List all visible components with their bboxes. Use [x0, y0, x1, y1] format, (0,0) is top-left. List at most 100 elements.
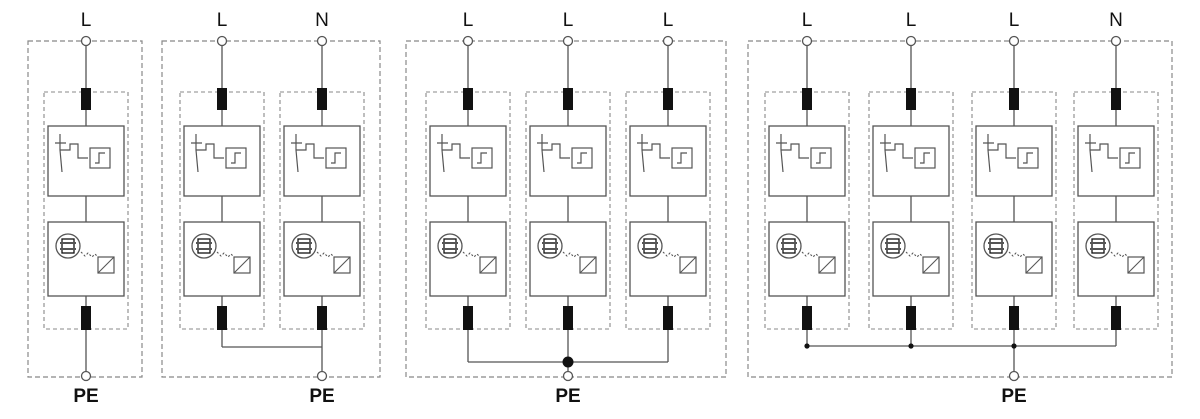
- group-3p-pole-0-disc-path: [437, 134, 470, 159]
- spark-gap-icon: [216, 251, 236, 259]
- group-3p-n-pole-2-disc-relay: [1017, 147, 1039, 169]
- terminal-icon: [80, 35, 92, 47]
- group-1p-n-pole-1-disc-path: [291, 134, 324, 159]
- group-3p-n-pole-1-gdt-body: [886, 238, 900, 254]
- group-1p-pole-0-disc-relay: [89, 147, 111, 169]
- group-1p-pe-label: PE: [73, 386, 98, 407]
- group-3p-n-housing: [747, 40, 1173, 378]
- spark-gap-icon: [1110, 251, 1130, 259]
- group-3p-n-top-label-1: L: [906, 10, 917, 31]
- group-3p-pole-1-disc-leg: [541, 149, 545, 173]
- group-3p-top-label-2: L: [663, 10, 674, 31]
- group-1p-n-modules: [179, 35, 365, 382]
- group-3p-n-pole-1-disc-step: [920, 152, 930, 164]
- group-3p-n-pole-2-gdt-body: [989, 238, 1003, 254]
- group-1p-top-label-0: L: [81, 10, 92, 31]
- gas-discharge-tube-icon: [637, 233, 663, 259]
- group-3p-n-pole-2: [971, 35, 1057, 330]
- group-1p-modules: [43, 35, 129, 382]
- group-3p-n-pole-2-protection: [975, 221, 1053, 297]
- group-3p-pole-2-gdt-body: [643, 238, 657, 254]
- group-1p-n-pole-1-protection: [283, 221, 361, 297]
- fuse-icon: [217, 306, 227, 330]
- terminal-icon: [562, 35, 574, 47]
- group-3p-n-pole-2-disc-path: [983, 134, 1016, 159]
- disconnector-icon: [768, 125, 846, 197]
- group-3p-pole-0-gdt-body: [443, 238, 457, 254]
- gas-discharge-tube-icon: [291, 233, 317, 259]
- group-1p-n-pole-0-var-diag: [233, 256, 251, 274]
- varistor-icon: [818, 256, 836, 274]
- group-1p-n-top-label-0: L: [217, 10, 228, 31]
- group-3p-n-pole-1-protection: [872, 221, 950, 297]
- group-3p-n-pole-0-disc-step: [816, 152, 826, 164]
- group-3p-n-top-label-0: L: [802, 10, 813, 31]
- group-3p-pole-1: [525, 35, 611, 330]
- varistor-icon: [97, 256, 115, 274]
- group-1p-n-pole-1-gdt-body: [297, 238, 311, 254]
- group-3p-pole-2-var-diag: [679, 256, 697, 274]
- group-3p-n-pole-3-var-diag: [1127, 256, 1145, 274]
- group-1p-pole-0-disc-leg: [59, 149, 63, 173]
- group-3p-pole-0-protection: [429, 221, 507, 297]
- gas-discharge-tube-icon: [880, 233, 906, 259]
- disconnector-icon: [1077, 125, 1155, 197]
- varistor-icon: [1127, 256, 1145, 274]
- group-3p-n-pole-1: [868, 35, 954, 330]
- disconnector-icon: [529, 125, 607, 197]
- group-3p-pole-0: [425, 35, 511, 330]
- group-3p-n-pole-1-disc-path: [880, 134, 913, 159]
- group-1p-n-top-label-1: N: [315, 10, 329, 31]
- spark-gap-icon: [801, 251, 821, 259]
- group-3p-n-pole-3-disc-step: [1125, 152, 1135, 164]
- group-1p-n-pole-1-var-diag: [333, 256, 351, 274]
- fuse-icon: [802, 306, 812, 330]
- group-3p-top-label-0: L: [463, 10, 474, 31]
- terminal-icon: [316, 370, 328, 382]
- group-1p: L PE: [27, 10, 143, 407]
- group-3p-pole-0-disc-leg: [441, 149, 445, 173]
- spark-gap-icon: [462, 251, 482, 259]
- gas-discharge-tube-icon: [437, 233, 463, 259]
- group-3p: L L L PE: [405, 10, 727, 407]
- fuse-icon: [463, 306, 473, 330]
- group-3p-pole-0-disc-step: [477, 152, 487, 164]
- spark-gap-icon: [1008, 251, 1028, 259]
- group-3p-pole-1-disc-step: [577, 152, 587, 164]
- group-3p-n-pole-1-disc-relay: [914, 147, 936, 169]
- group-1p-pole-0: [43, 35, 129, 330]
- fuse-icon: [906, 88, 916, 110]
- group-3p-n-junction-2: [1011, 343, 1017, 349]
- group-1p-n-pole-1: [279, 35, 365, 330]
- terminal-icon: [462, 35, 474, 47]
- group-3p-n-pole-2-var-diag: [1025, 256, 1043, 274]
- terminal-icon: [80, 370, 92, 382]
- group-3p-n-pole-2-disc-leg: [987, 149, 991, 173]
- group-3p-pole-1-disc-relay: [571, 147, 593, 169]
- group-1p-pole-0-disc-path: [55, 134, 88, 159]
- spark-gap-icon: [80, 251, 100, 259]
- fuse-icon: [1111, 88, 1121, 110]
- group-3p-n-pole-3-disc-relay: [1119, 147, 1141, 169]
- group-3p-n-pole-3-protection: [1077, 221, 1155, 297]
- group-3p-pole-2-protection: [629, 221, 707, 297]
- group-3p-pole-1-protection: [529, 221, 607, 297]
- group-3p-n-pole-0-gdt-body: [782, 238, 796, 254]
- group-3p-n-pole-3-gdt-body: [1091, 238, 1105, 254]
- fuse-icon: [1111, 306, 1121, 330]
- fuse-icon: [81, 306, 91, 330]
- terminal-icon: [905, 35, 917, 47]
- group-1p-pole-0-gdt-body: [61, 238, 75, 254]
- group-3p-top-label-1: L: [563, 10, 574, 31]
- group-1p-n: L N PE: [161, 10, 381, 407]
- group-3p-n-pole-0-disc-path: [776, 134, 809, 159]
- disconnector-icon: [47, 125, 125, 197]
- terminal-icon: [1110, 35, 1122, 47]
- group-1p-n-pole-1-disc-box: [283, 125, 361, 197]
- group-1p-n-pole-0-disc-step: [231, 152, 241, 164]
- varistor-icon: [679, 256, 697, 274]
- disconnector-icon: [429, 125, 507, 197]
- group-1p-n-pole-0-disc-relay: [225, 147, 247, 169]
- group-1p-n-pe-label: PE: [309, 386, 334, 407]
